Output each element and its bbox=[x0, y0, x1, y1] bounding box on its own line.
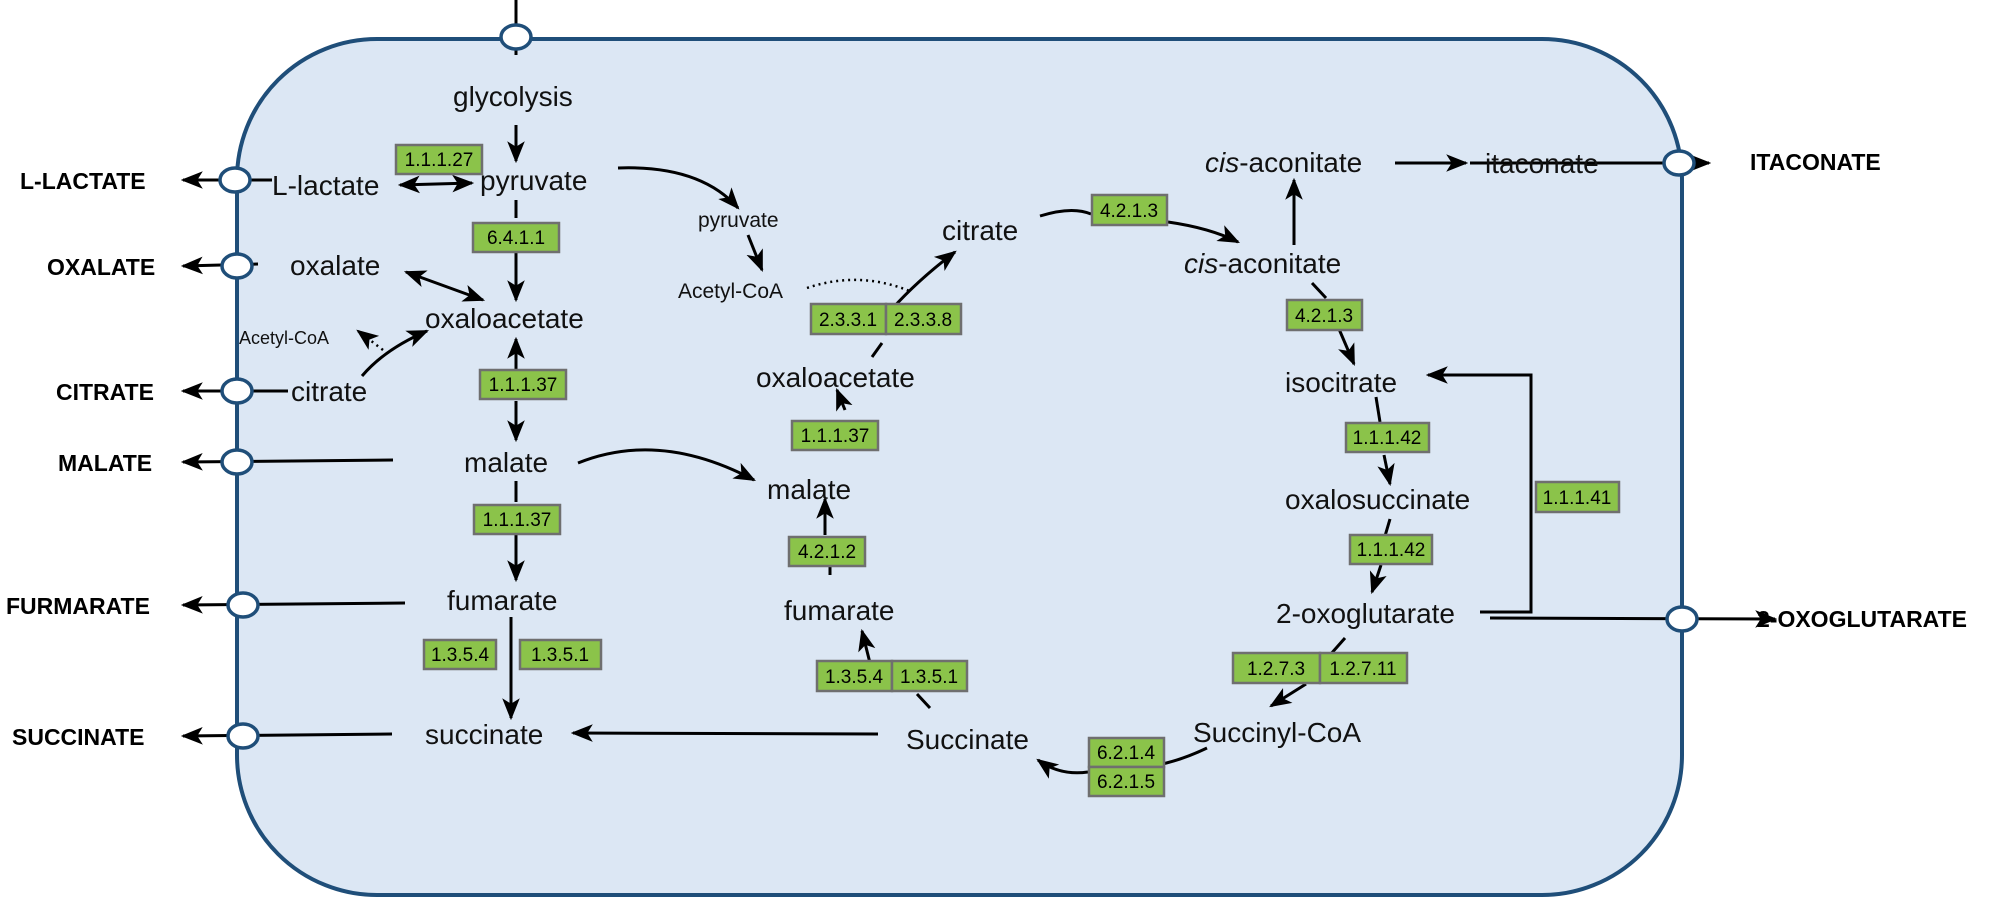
svg-text:1.3.5.1: 1.3.5.1 bbox=[900, 667, 958, 688]
port-2-oxoglutarate bbox=[1665, 605, 1699, 633]
tca-reactions bbox=[746, 154, 1533, 779]
svg-text:4.2.1.3: 4.2.1.3 bbox=[1295, 306, 1353, 327]
svg-text:2.3.3.8: 2.3.3.8 bbox=[894, 310, 952, 331]
enzyme-boxes: 1.1.1.27 6.4.1.1 1.1.1.37 1.1.1.37 1.3.5… bbox=[394, 143, 1621, 798]
ec-box: 1.3.5.1 bbox=[890, 659, 969, 693]
port-malate bbox=[220, 448, 254, 476]
svg-text:1.1.1.37: 1.1.1.37 bbox=[489, 375, 558, 396]
svg-text:1.1.1.37: 1.1.1.37 bbox=[483, 510, 552, 531]
svg-text:6.2.1.5: 6.2.1.5 bbox=[1097, 772, 1155, 793]
met-oxalosuccinate: oxalosuccinate bbox=[1285, 484, 1470, 515]
svg-text:1.3.5.1: 1.3.5.1 bbox=[531, 645, 589, 666]
met-oxaloacetate: oxaloacetate bbox=[425, 303, 584, 334]
met-pyruvate-tca: pyruvate bbox=[698, 209, 779, 232]
ec-box: 1.3.5.1 bbox=[518, 638, 603, 671]
svg-text:4.2.1.2: 4.2.1.2 bbox=[798, 542, 856, 563]
met-acetyl-coa-cytosol: Acetyl-CoA bbox=[239, 328, 329, 348]
ec-box: 1.1.1.37 bbox=[478, 368, 568, 401]
met-malate-tca: malate bbox=[767, 474, 851, 505]
met-oxaloacetate-tca: oxaloacetate bbox=[756, 362, 915, 393]
svg-text:1.1.1.27: 1.1.1.27 bbox=[405, 150, 474, 171]
ec-box: 1.3.5.4 bbox=[815, 659, 894, 693]
svg-text:4.2.1.3: 4.2.1.3 bbox=[1100, 201, 1158, 222]
svg-text:2.3.3.1: 2.3.3.1 bbox=[819, 310, 877, 331]
met-pyruvate: pyruvate bbox=[480, 165, 587, 196]
port-l-lactate bbox=[218, 166, 252, 194]
met-citrate: citrate bbox=[291, 376, 367, 407]
port-succinate bbox=[226, 722, 260, 750]
ec-box: 6.2.1.4 bbox=[1087, 736, 1166, 769]
met-acetyl-coa-tca: Acetyl-CoA bbox=[678, 280, 783, 303]
cytosol-metabolites: glycolysis L-lactate pyruvate oxalate ox… bbox=[239, 81, 587, 750]
ext-oxalate: OXALATE bbox=[47, 254, 155, 280]
ec-box: 1.2.7.11 bbox=[1318, 651, 1409, 685]
port-glycolysis bbox=[499, 23, 533, 51]
external-labels: L-LACTATE OXALATE CITRATE MALATE FURMARA… bbox=[6, 149, 1967, 750]
met-malate: malate bbox=[464, 447, 548, 478]
svg-text:1.1.1.37: 1.1.1.37 bbox=[801, 426, 870, 447]
met-succinate: succinate bbox=[425, 719, 543, 750]
ec-box: 1.1.1.37 bbox=[790, 419, 880, 452]
ec-box: 1.1.1.42 bbox=[1348, 533, 1434, 566]
ext-l-lactate: L-LACTATE bbox=[20, 168, 146, 194]
ec-box: 4.2.1.2 bbox=[787, 535, 867, 568]
ext-2-oxoglutarate: 2-OXOGLUTARATE bbox=[1757, 606, 1967, 632]
ext-itaconate: ITACONATE bbox=[1750, 149, 1881, 175]
ec-box: 2.3.3.8 bbox=[884, 302, 963, 336]
met-fumarate-tca: fumarate bbox=[784, 595, 895, 626]
ec-box: 2.3.3.1 bbox=[809, 302, 888, 336]
met-citrate-tca: citrate bbox=[942, 215, 1018, 246]
svg-text:1.1.1.42: 1.1.1.42 bbox=[1357, 540, 1426, 561]
port-itaconate bbox=[1662, 149, 1696, 177]
met-glycolysis: glycolysis bbox=[453, 81, 573, 112]
svg-text:1.2.7.3: 1.2.7.3 bbox=[1247, 659, 1305, 680]
ec-box: 4.2.1.3 bbox=[1090, 193, 1169, 227]
svg-text:6.4.1.1: 6.4.1.1 bbox=[487, 228, 545, 249]
ext-succinate: SUCCINATE bbox=[12, 724, 144, 750]
ec-box: 1.3.5.4 bbox=[422, 638, 498, 671]
ext-furmarate: FURMARATE bbox=[6, 593, 150, 619]
ec-box: 1.1.1.42 bbox=[1344, 421, 1431, 454]
met-l-lactate: L-lactate bbox=[272, 170, 379, 201]
met-cis-aconitate: cis-aconitate bbox=[1184, 248, 1341, 279]
met-isocitrate: isocitrate bbox=[1285, 367, 1397, 398]
ec-box: 1.1.1.41 bbox=[1534, 480, 1621, 514]
membrane-ports bbox=[218, 23, 1699, 750]
met-succinate-tca: Succinate bbox=[906, 724, 1029, 755]
met-fumarate: fumarate bbox=[447, 585, 558, 616]
tca-metabolites: pyruvate Acetyl-CoA citrate cis-aconitat… bbox=[678, 147, 1599, 755]
met-itaconate: itaconate bbox=[1485, 148, 1599, 179]
ec-box: 4.2.1.3 bbox=[1285, 298, 1364, 332]
met-succinyl-coa: Succinyl-CoA bbox=[1193, 717, 1361, 748]
met-2-oxoglutarate: 2-oxoglutarate bbox=[1276, 598, 1455, 629]
cytosol-reactions bbox=[356, 125, 879, 742]
met-cis-aconitate-top: cis-aconitate bbox=[1205, 147, 1362, 178]
port-fumarate bbox=[226, 591, 260, 619]
ext-citrate: CITRATE bbox=[56, 379, 154, 405]
ext-malate: MALATE bbox=[58, 450, 152, 476]
met-oxalate: oxalate bbox=[290, 250, 380, 281]
svg-text:1.2.7.11: 1.2.7.11 bbox=[1329, 659, 1396, 680]
ec-box: 1.1.1.37 bbox=[472, 503, 562, 536]
svg-text:1.1.1.42: 1.1.1.42 bbox=[1353, 428, 1422, 449]
ec-box: 1.2.7.3 bbox=[1231, 651, 1322, 685]
svg-text:1.3.5.4: 1.3.5.4 bbox=[431, 645, 490, 666]
port-oxalate bbox=[220, 252, 254, 280]
port-citrate bbox=[220, 377, 254, 405]
svg-text:1.1.1.41: 1.1.1.41 bbox=[1543, 488, 1612, 509]
ec-box: 6.4.1.1 bbox=[471, 221, 561, 254]
ec-box: 1.1.1.27 bbox=[394, 143, 484, 176]
ec-box: 6.2.1.5 bbox=[1087, 765, 1166, 798]
svg-text:1.3.5.4: 1.3.5.4 bbox=[825, 667, 884, 688]
svg-text:6.2.1.4: 6.2.1.4 bbox=[1097, 743, 1156, 764]
